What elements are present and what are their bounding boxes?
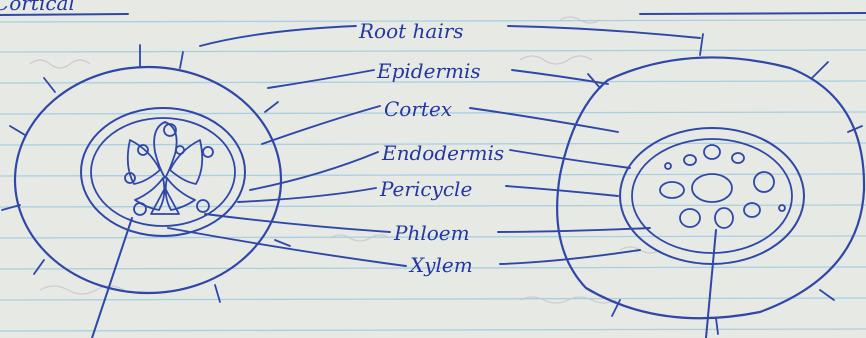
leader-pericycle-right xyxy=(506,186,618,196)
leader-pericycle-left xyxy=(238,188,376,202)
leader-cortex-left xyxy=(262,106,380,144)
label-phloem: Phloem xyxy=(393,221,470,245)
left-leader-lines xyxy=(168,26,406,266)
label-cortex: Cortex xyxy=(384,97,452,121)
leader-phloem-left xyxy=(205,214,390,232)
right-endodermis-outline xyxy=(620,128,804,264)
monocot-root-section xyxy=(557,34,864,338)
leader-phloem-right xyxy=(498,228,650,232)
leader-root-hairs-left xyxy=(200,26,356,46)
label-root-hairs: Root hairs xyxy=(358,19,464,43)
label-epidermis: Epidermis xyxy=(376,59,481,83)
leader-xylem-right xyxy=(500,250,640,264)
label-endodermis: Endodermis xyxy=(381,141,504,165)
right-vascular-bundle xyxy=(660,145,785,228)
leader-epidermis-left xyxy=(268,70,374,88)
leader-cortex-right xyxy=(470,108,618,132)
leader-endodermis-left xyxy=(250,152,378,190)
left-root-hairs xyxy=(2,45,290,302)
leader-root-hairs-right xyxy=(508,26,700,38)
heading-fragment-text: Cortical xyxy=(0,0,75,15)
label-pericycle: Pericycle xyxy=(379,177,472,201)
dicot-root-section xyxy=(2,45,290,338)
labels: Root hairs Epidermis Cortex Endodermis P… xyxy=(358,19,504,277)
label-xylem: Xylem xyxy=(408,253,473,277)
leader-xylem-left xyxy=(168,228,406,266)
leader-endodermis-right xyxy=(510,150,630,168)
right-root-hairs xyxy=(588,34,862,334)
left-epidermis-outline xyxy=(15,67,281,293)
left-pericycle-outline xyxy=(91,118,235,226)
heading-fragment: Cortical xyxy=(0,0,866,15)
left-vascular-bundle xyxy=(125,122,213,215)
